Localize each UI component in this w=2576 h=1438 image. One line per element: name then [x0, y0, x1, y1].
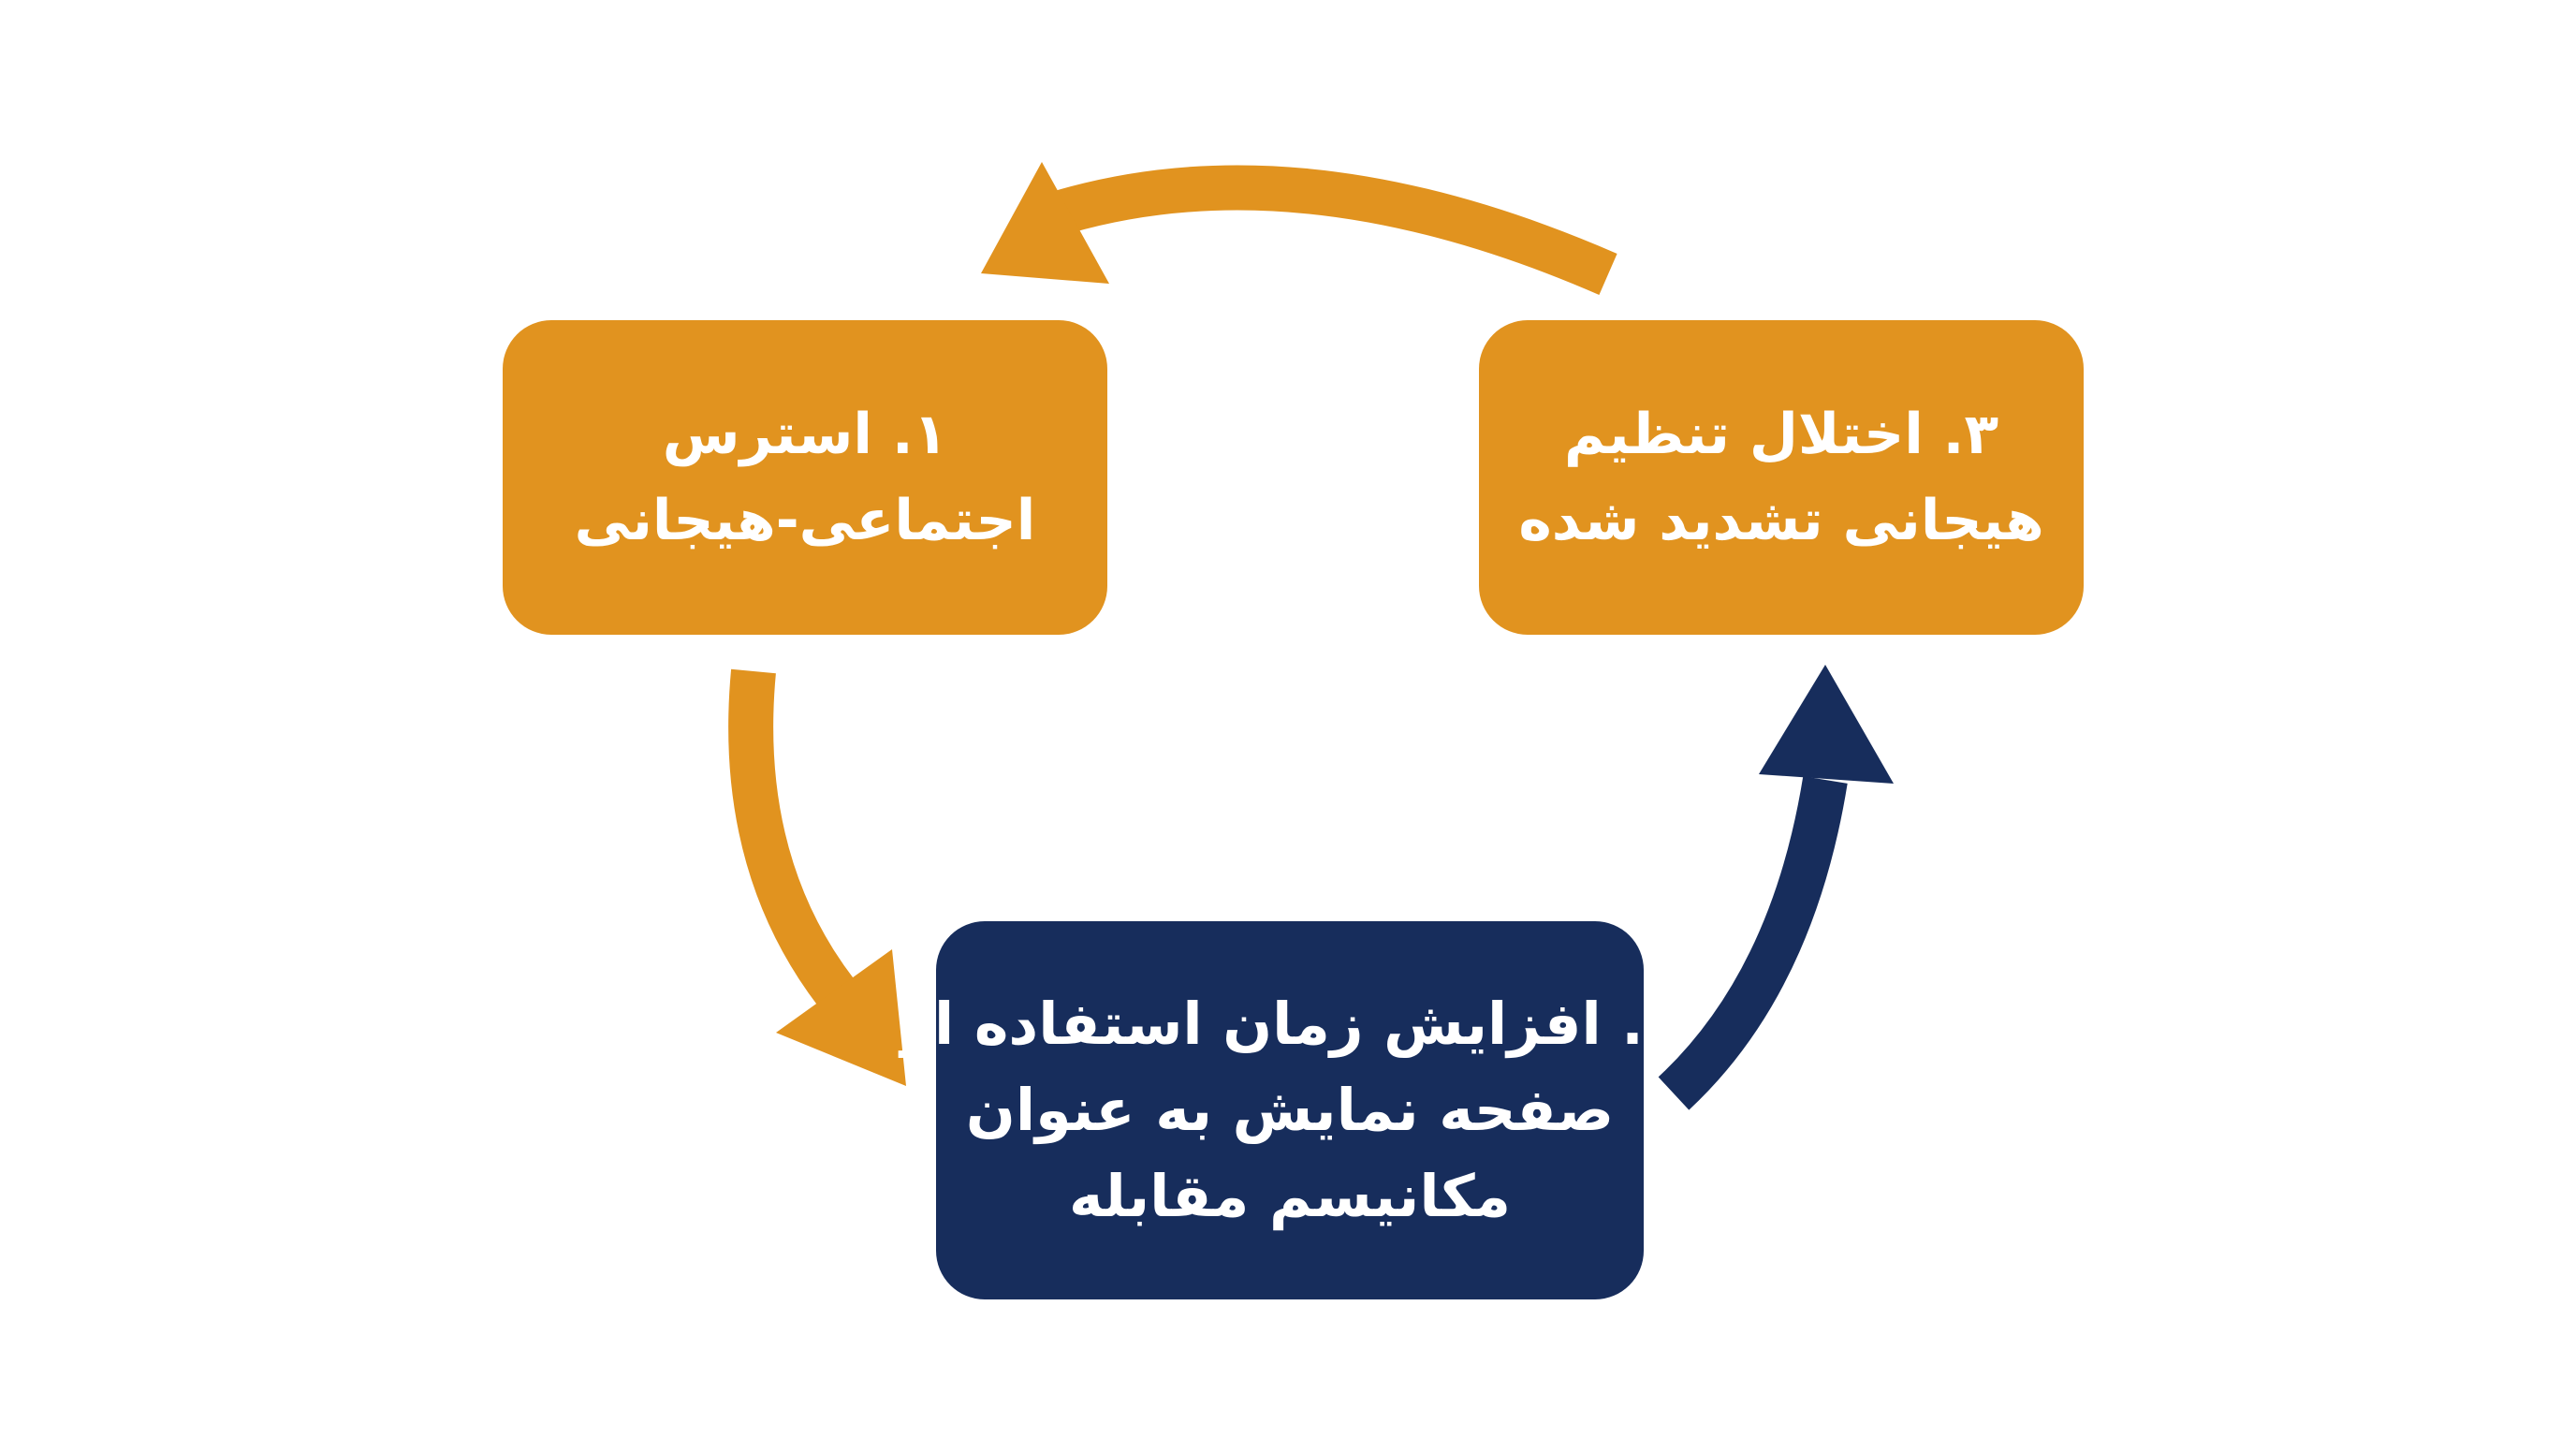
step-label-line: ۳. اختلال تنظیم [1563, 402, 1999, 467]
step-label-line: هیجانی تشدید شده [1518, 488, 2044, 553]
cycle-step-stress: ۱. استرس اجتماعی-هیجانی [503, 320, 1107, 635]
arrow-stress-to-screen-time [728, 668, 906, 1086]
step-label-line: صفحه نمایش به عنوان [965, 1076, 1615, 1144]
step-label-line: اجتماعی-هیجانی [574, 488, 1036, 553]
step-label-line: مکانیسم مقابله [1068, 1162, 1512, 1230]
cycle-step-emotional-dysregulation: ۳. اختلال تنظیم هیجانی تشدید شده [1479, 320, 2084, 635]
arrow-screen-time-to-dysregulation [1658, 665, 1894, 1110]
step-label-line: ۲. افزایش زمان استفاده از [900, 990, 1679, 1058]
arrow-dysregulation-to-stress [981, 162, 1617, 296]
step-label-line: ۱. استرس [662, 402, 948, 467]
cycle-step-screen-time: ۲. افزایش زمان استفاده از صفحه نمایش به … [900, 921, 1679, 1299]
